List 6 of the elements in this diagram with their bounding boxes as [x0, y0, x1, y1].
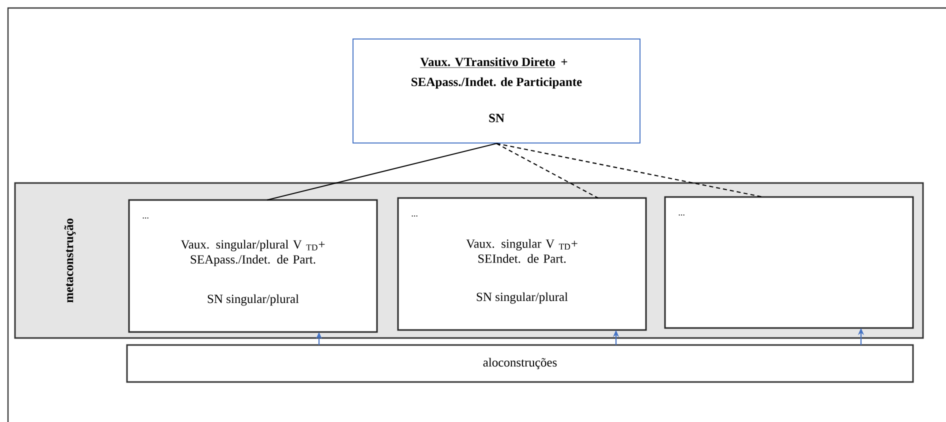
connector-line: [496, 143, 598, 198]
construction-box: aloconstruções: [126, 344, 914, 383]
construction-box: Vaux. VTransitivo Direto + SEApass./Indet. de Participante SN: [352, 38, 640, 144]
construction-box: ...: [664, 196, 914, 329]
construction-box: ... Vaux. singular V $_{TD}$+ SEIndet. de Part. SN singular/plural: [397, 197, 647, 331]
construction-box: ... Vaux. singular/plural V $_{TD}$+ SEApass./Indet. de Part. SN singular/plural: [128, 199, 378, 333]
